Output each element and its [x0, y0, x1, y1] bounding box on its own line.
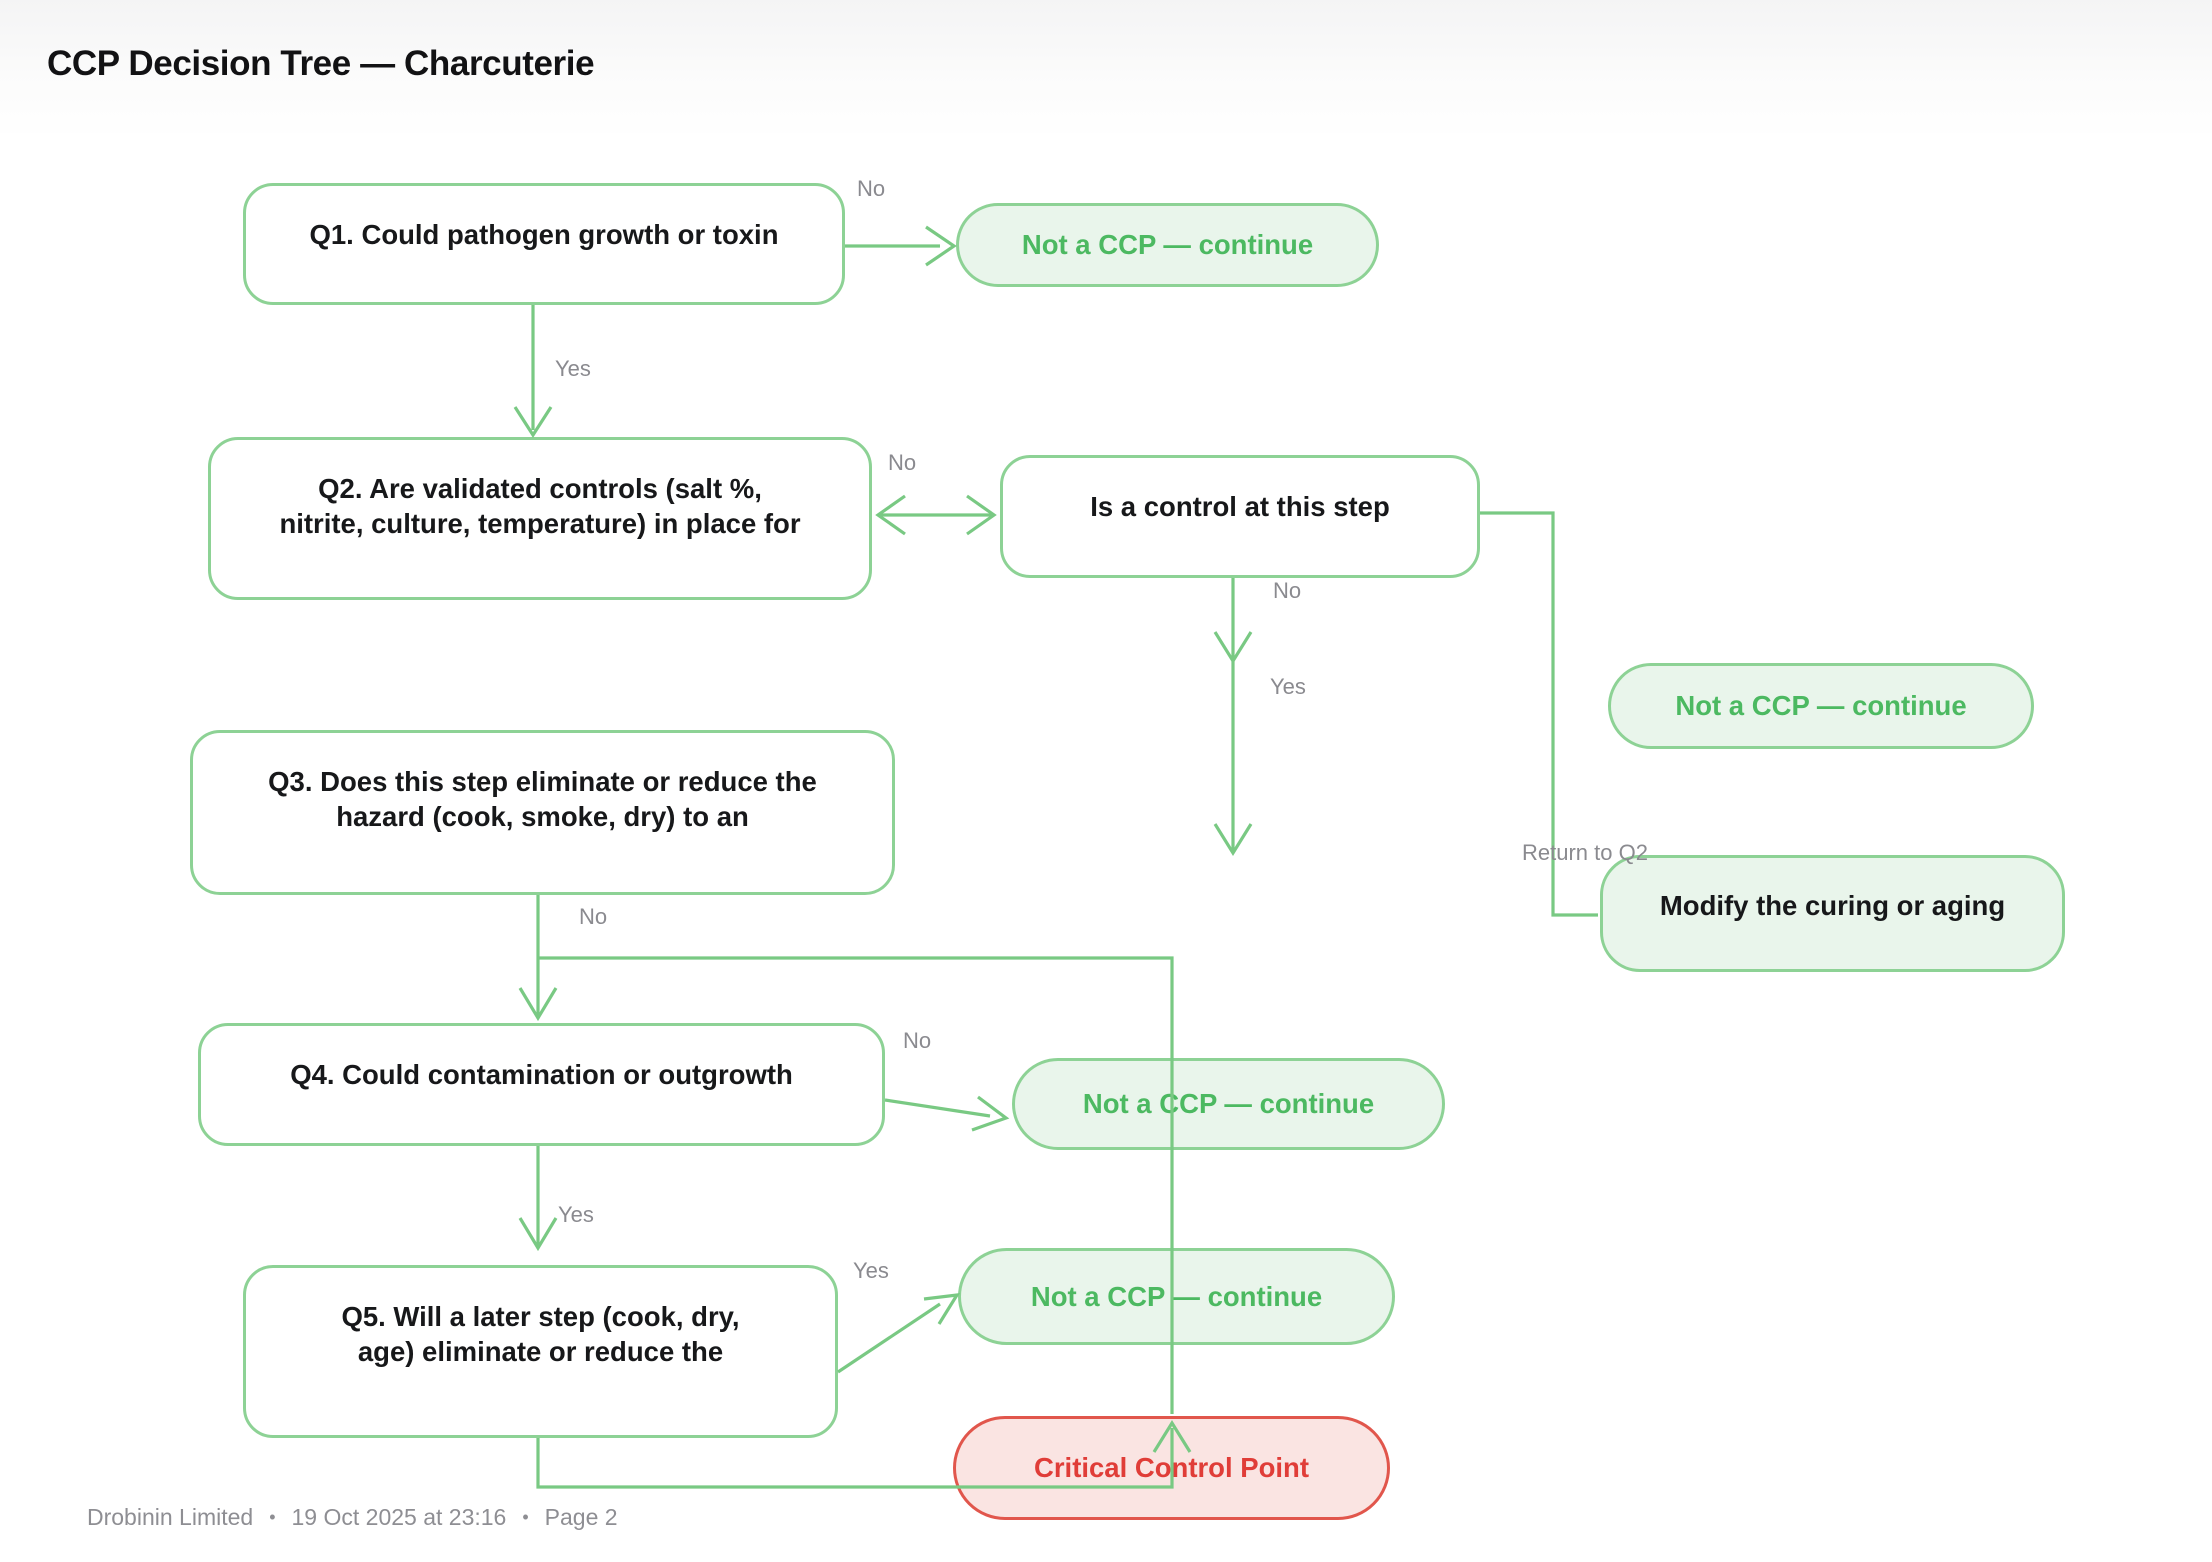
edge-label-q1-no: No: [857, 176, 886, 201]
not-a-ccp-right-label: Not a CCP — continue: [1675, 690, 1967, 721]
node-q2-label-line2: nitrite, culture, temperature) in place …: [279, 508, 801, 539]
arrowhead-q4-no: [971, 1095, 1010, 1132]
node-modify-curing: Modify the curing or aging: [1600, 855, 2065, 972]
arrowhead-q2-right: [966, 494, 997, 536]
node-not-a-ccp-right: Not a CCP — continue: [1608, 663, 2034, 749]
not-a-ccp-q4-label: Not a CCP — continue: [1082, 1088, 1375, 1119]
footer-company: Drobinin Limited: [87, 1504, 254, 1530]
node-q1: Q1. Could pathogen growth or toxin: [243, 183, 845, 305]
edge-label-control-no: No: [1273, 578, 1302, 603]
arrowhead-q5-yes: [923, 1293, 961, 1325]
footer-separator: •: [269, 1507, 276, 1527]
edge-label-return-to-q2: Return to Q2: [1522, 840, 1648, 865]
node-not-a-ccp-q5: Not a CCP — continue: [958, 1248, 1395, 1345]
node-q3: Q3. Does this step eliminate or reduce t…: [190, 730, 895, 895]
not-a-ccp-q1-label: Not a CCP — continue: [1021, 229, 1314, 260]
arrowhead-q1-yes: [513, 406, 553, 438]
node-is-control-label: Is a control at this step: [1090, 491, 1390, 522]
node-q5-label-line1: Q5. Will a later step (cook, dry,: [341, 1301, 740, 1332]
edge-label-control-yes: Yes: [1270, 674, 1306, 699]
arrowhead-q1-no: [925, 225, 957, 267]
edge-label-q2-no: No: [888, 450, 917, 475]
node-q2-label-line1: Q2. Are validated controls (salt %,: [318, 473, 762, 504]
node-q4: Q4. Could contamination or outgrowth: [198, 1023, 885, 1146]
node-is-control: Is a control at this step: [1000, 455, 1480, 578]
edge-label-q3-no: No: [579, 904, 608, 929]
node-q2: Q2. Are validated controls (salt %, nitr…: [208, 437, 872, 600]
footer-separator: •: [522, 1507, 529, 1527]
page-title: CCP Decision Tree — Charcuterie: [47, 44, 595, 83]
node-q1-label: Q1. Could pathogen growth or toxin: [309, 219, 779, 250]
edge-label-q4-no: No: [903, 1028, 932, 1053]
arrowhead-control-yes: [1213, 823, 1253, 857]
edge-label-q5-yes: Yes: [853, 1258, 889, 1283]
node-q3-label-line2: hazard (cook, smoke, dry) to an: [336, 801, 749, 832]
arrowhead-q4-yes: [518, 1217, 558, 1252]
edge-label-q1-yes: Yes: [555, 356, 591, 381]
node-q5-label-line2: age) eliminate or reduce the: [357, 1336, 724, 1367]
not-a-ccp-q5-label: Not a CCP — continue: [1030, 1280, 1323, 1312]
arrowhead-control-no: [1213, 631, 1253, 665]
edge-label-q4-yes: Yes: [558, 1202, 594, 1227]
edge-q4-no: [884, 1098, 991, 1118]
node-q3-label-line1: Q3. Does this step eliminate or reduce t…: [268, 766, 817, 797]
page-footer: Drobinin Limited • 19 Oct 2025 at 23:16 …: [87, 1504, 618, 1531]
arrowhead-q3-q4: [518, 987, 558, 1022]
node-q5: Q5. Will a later step (cook, dry, age) e…: [243, 1265, 838, 1438]
node-not-a-ccp-q4: Not a CCP — continue: [1012, 1058, 1445, 1150]
footer-page-number: Page 2: [544, 1504, 618, 1530]
modify-curing-label: Modify the curing or aging: [1659, 889, 2006, 921]
node-critical-control-point: Critical Control Point: [953, 1416, 1390, 1520]
footer-timestamp: 19 Oct 2025 at 23:16: [291, 1504, 507, 1530]
node-q4-label: Q4. Could contamination or outgrowth: [290, 1059, 793, 1090]
critical-control-point-label: Critical Control Point: [1034, 1452, 1309, 1483]
edge-q5-yes: [837, 1302, 941, 1374]
arrowhead-q2-left: [875, 494, 906, 536]
node-not-a-ccp-q1: Not a CCP — continue: [956, 203, 1379, 287]
